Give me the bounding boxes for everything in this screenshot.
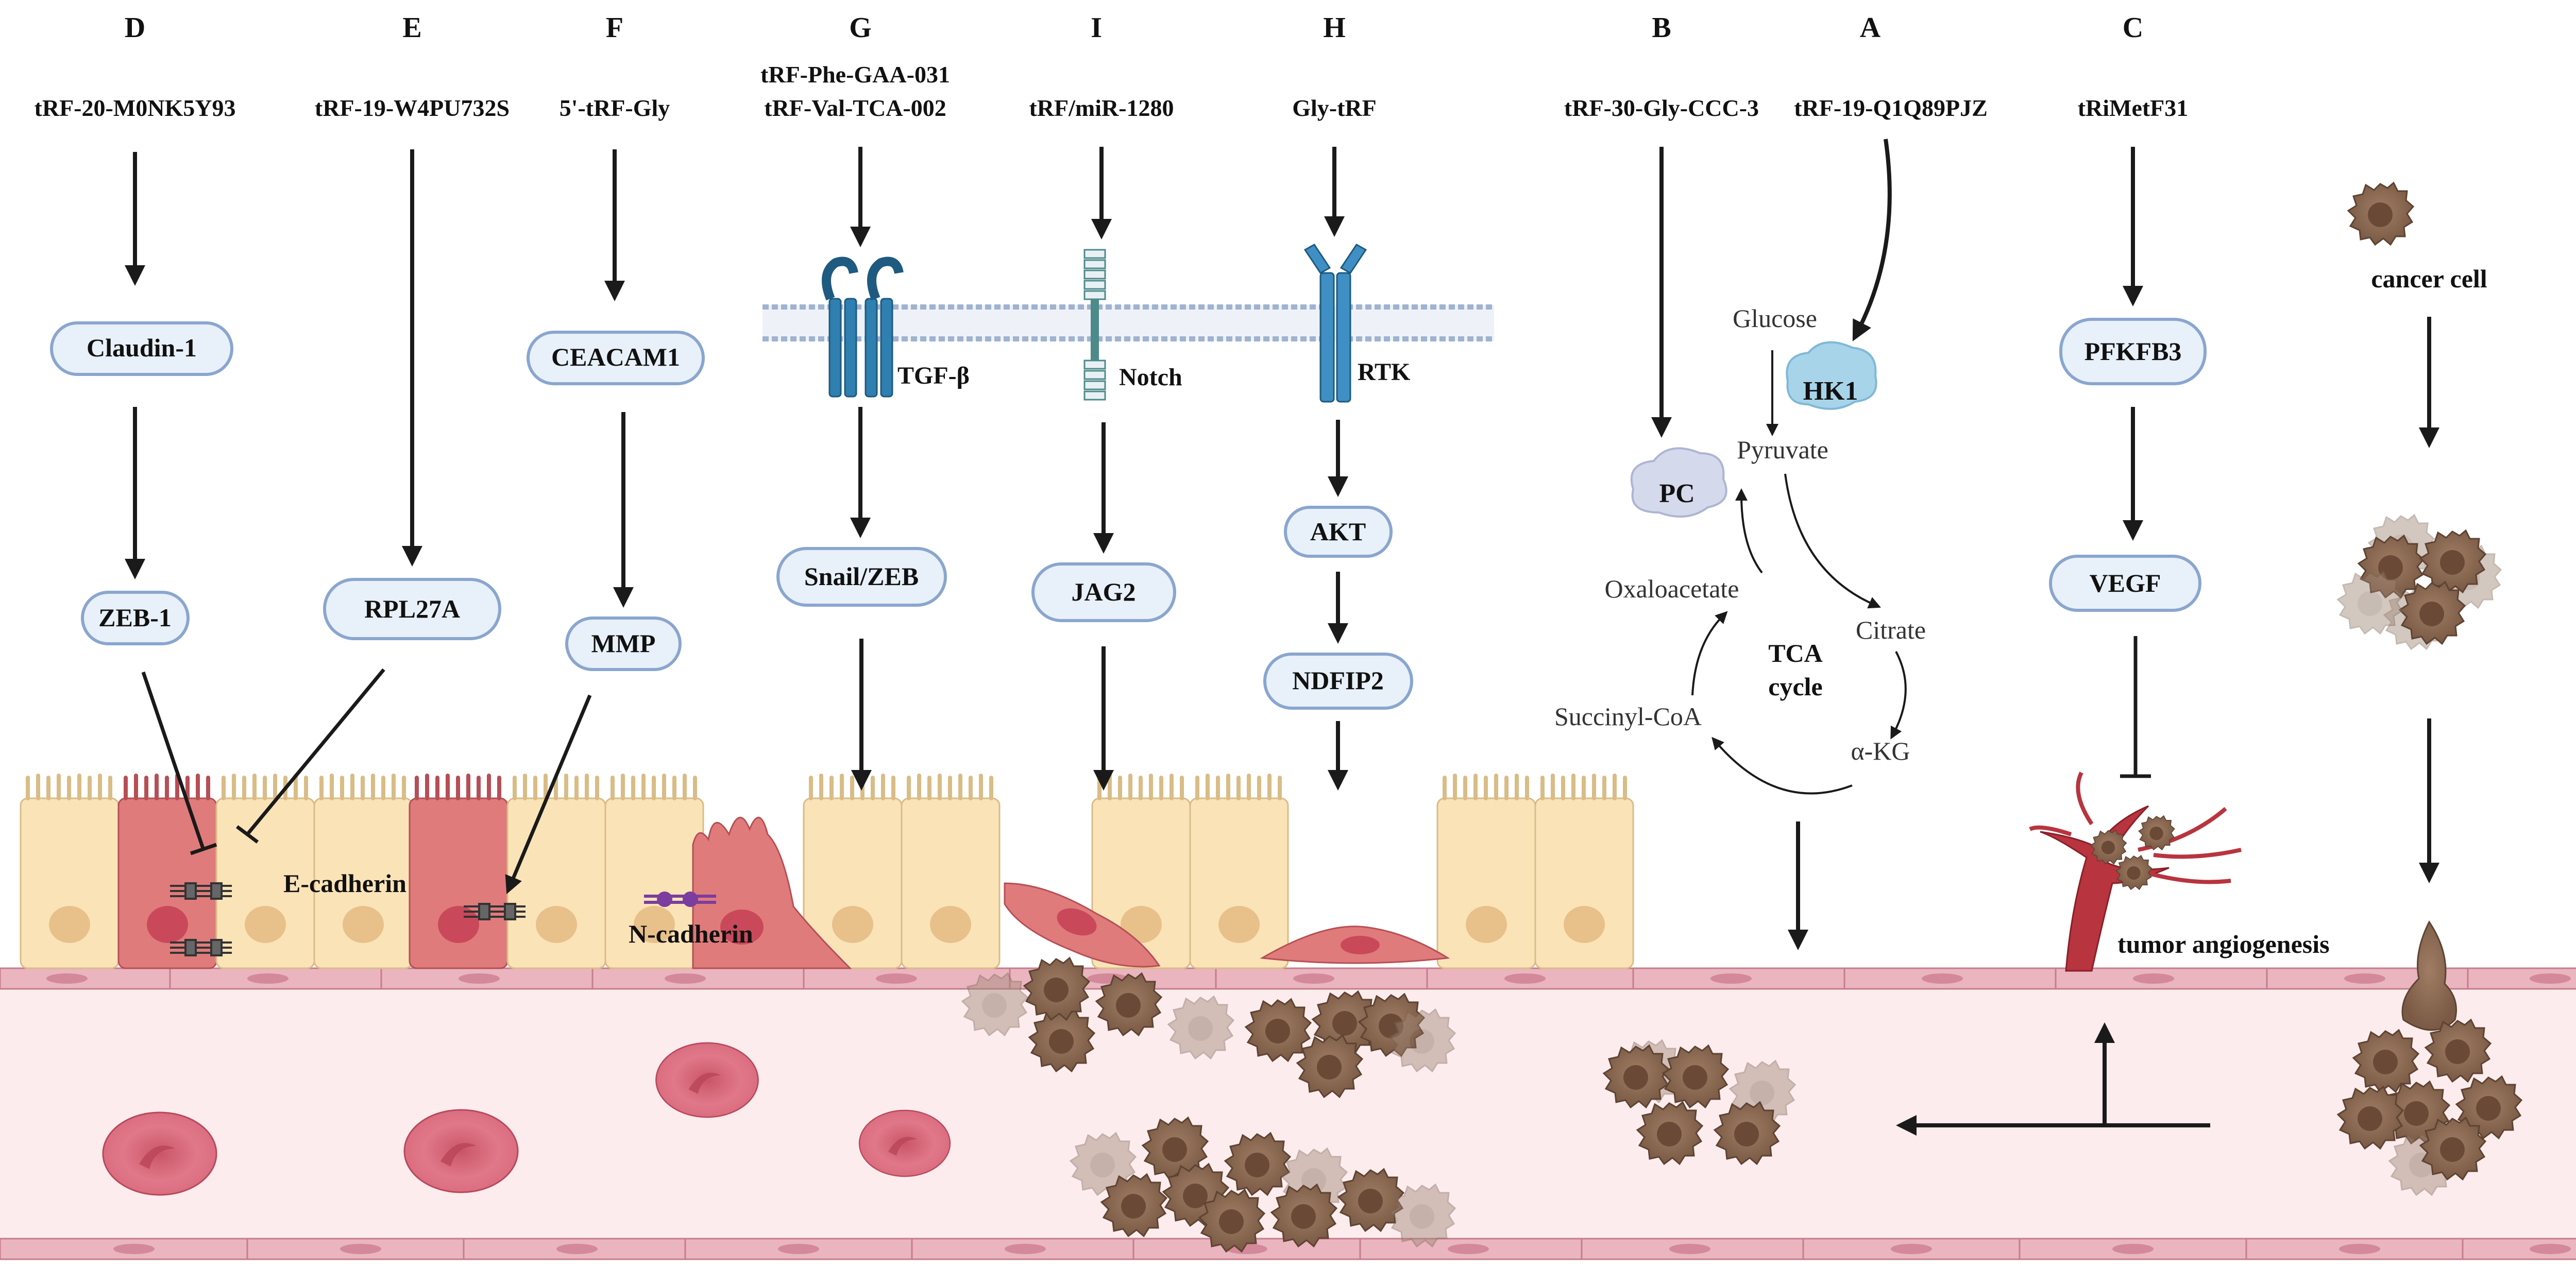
claudin-1-label: Claudin-1 — [87, 333, 197, 362]
succinyl-coa-label: Succinyl-CoA — [1554, 702, 1702, 731]
panel-letter-g: G — [849, 12, 872, 44]
cancer-cell-label: cancer cell — [2371, 264, 2487, 293]
trf-labels: tRF-20-M0NK5Y93 tRF-19-W4PU732S 5'-tRF-G… — [35, 61, 2189, 121]
trf-label-e: tRF-19-W4PU732S — [315, 95, 510, 121]
pill-rpl27a — [323, 578, 501, 640]
e-cadherin-junctions — [170, 882, 526, 956]
pill-mmp — [565, 616, 682, 671]
n-cadherin-junction — [644, 892, 716, 907]
trf-label-a: tRF-19-Q1Q89PJZ — [1794, 95, 1988, 121]
pc-enzyme: PC — [1630, 447, 1727, 518]
e-cadherin-label: E-cadherin — [283, 869, 406, 898]
notch-receptor — [1083, 249, 1106, 401]
panel-letter-e: E — [402, 12, 421, 44]
pill-snail-zeb — [776, 547, 947, 607]
notch-label: Notch — [1119, 364, 1182, 391]
mmp-label: MMP — [591, 629, 656, 658]
pfkfb3-label: PFKFB3 — [2084, 337, 2182, 366]
pill-ndfip2 — [1263, 653, 1413, 710]
pill-claudin-1 — [50, 321, 233, 376]
tca-cycle: Glucose Pyruvate Oxaloacetate Citrate α-… — [1554, 304, 1926, 765]
n-cadherin-label: N-cadherin — [629, 919, 753, 948]
trf-label-i: tRF/miR-1280 — [1029, 95, 1174, 121]
akt-label: AKT — [1310, 517, 1366, 546]
pathway-arrows — [125, 139, 2439, 1136]
trf-label-b: tRF-30-Gly-CCC-3 — [1564, 95, 1759, 121]
misc-labels: E-cadherin N-cadherin tumor angiogenesis… — [283, 264, 2487, 958]
tca-label-2: cycle — [1768, 672, 1822, 701]
rtk-label: RTK — [1358, 358, 1410, 386]
inhibition-lines — [141, 636, 2151, 895]
panel-letter-b: B — [1652, 12, 1671, 44]
pill-ceacam1 — [527, 331, 705, 385]
cancer-cell-clusters — [961, 182, 2522, 1253]
tgf-beta-receptor — [822, 256, 904, 398]
glucose-label: Glucose — [1733, 304, 1817, 333]
trf-label-h: Gly-tRF — [1292, 95, 1377, 121]
trf-label-d: tRF-20-M0NK5Y93 — [35, 95, 236, 121]
panel-letter-h: H — [1323, 12, 1346, 44]
jag2-label: JAG2 — [1072, 577, 1136, 606]
trf-label-c: tRiMetF31 — [2078, 95, 2189, 121]
panel-letter-d: D — [125, 12, 145, 44]
trf-label-f: 5'-tRF-Gly — [560, 95, 670, 121]
pill-akt — [1284, 506, 1393, 558]
citrate-label: Citrate — [1856, 615, 1926, 644]
tumor-angiogenesis-label: tumor angiogenesis — [2117, 930, 2330, 958]
pill-vegf — [2049, 555, 2201, 612]
pyruvate-label: Pyruvate — [1737, 435, 1828, 464]
zeb-1-label: ZEB-1 — [98, 603, 172, 632]
trf-label-g-2: tRF-Val-TCA-002 — [764, 95, 946, 121]
panel-headers: D E F G I H B A C — [125, 12, 2143, 44]
pill-pfkfb3 — [2059, 318, 2207, 385]
pill-zeb-1 — [81, 591, 190, 645]
panel-letter-f: F — [606, 12, 623, 44]
ceacam1-label: CEACAM1 — [551, 342, 680, 371]
tumor-angiogenesis — [2029, 772, 2242, 972]
panel-letter-c: C — [2123, 12, 2143, 44]
hk1-enzyme: HK1 — [1786, 341, 1877, 410]
akg-label: α-KG — [1851, 736, 1910, 765]
pill-jag2 — [1031, 562, 1176, 622]
trf-label-g-1: tRF-Phe-GAA-031 — [760, 61, 950, 88]
snail-zeb-label: Snail/ZEB — [804, 562, 919, 591]
tgf-beta-label: TGF-β — [897, 362, 970, 389]
pc-label: PC — [1659, 479, 1694, 508]
hk1-label: HK1 — [1803, 376, 1858, 406]
pill-labels: Claudin-1 ZEB-1 RPL27A CEACAM1 MMP Snail… — [87, 333, 2181, 695]
panel-letter-i: I — [1091, 12, 1102, 44]
oxaloacetate-label: Oxaloacetate — [1605, 574, 1739, 603]
rpl27a-label: RPL27A — [364, 594, 460, 623]
tca-label-1: TCA — [1768, 639, 1823, 667]
vegf-label: VEGF — [2090, 569, 2161, 597]
rtk-receptor — [1303, 244, 1367, 403]
ndfip2-label: NDFIP2 — [1292, 666, 1384, 695]
panel-letter-a: A — [1860, 12, 1881, 44]
receptor-labels: TGF-β Notch RTK — [897, 358, 1410, 391]
pill-nodes — [50, 318, 2207, 710]
tca-arrows — [1691, 350, 1907, 795]
